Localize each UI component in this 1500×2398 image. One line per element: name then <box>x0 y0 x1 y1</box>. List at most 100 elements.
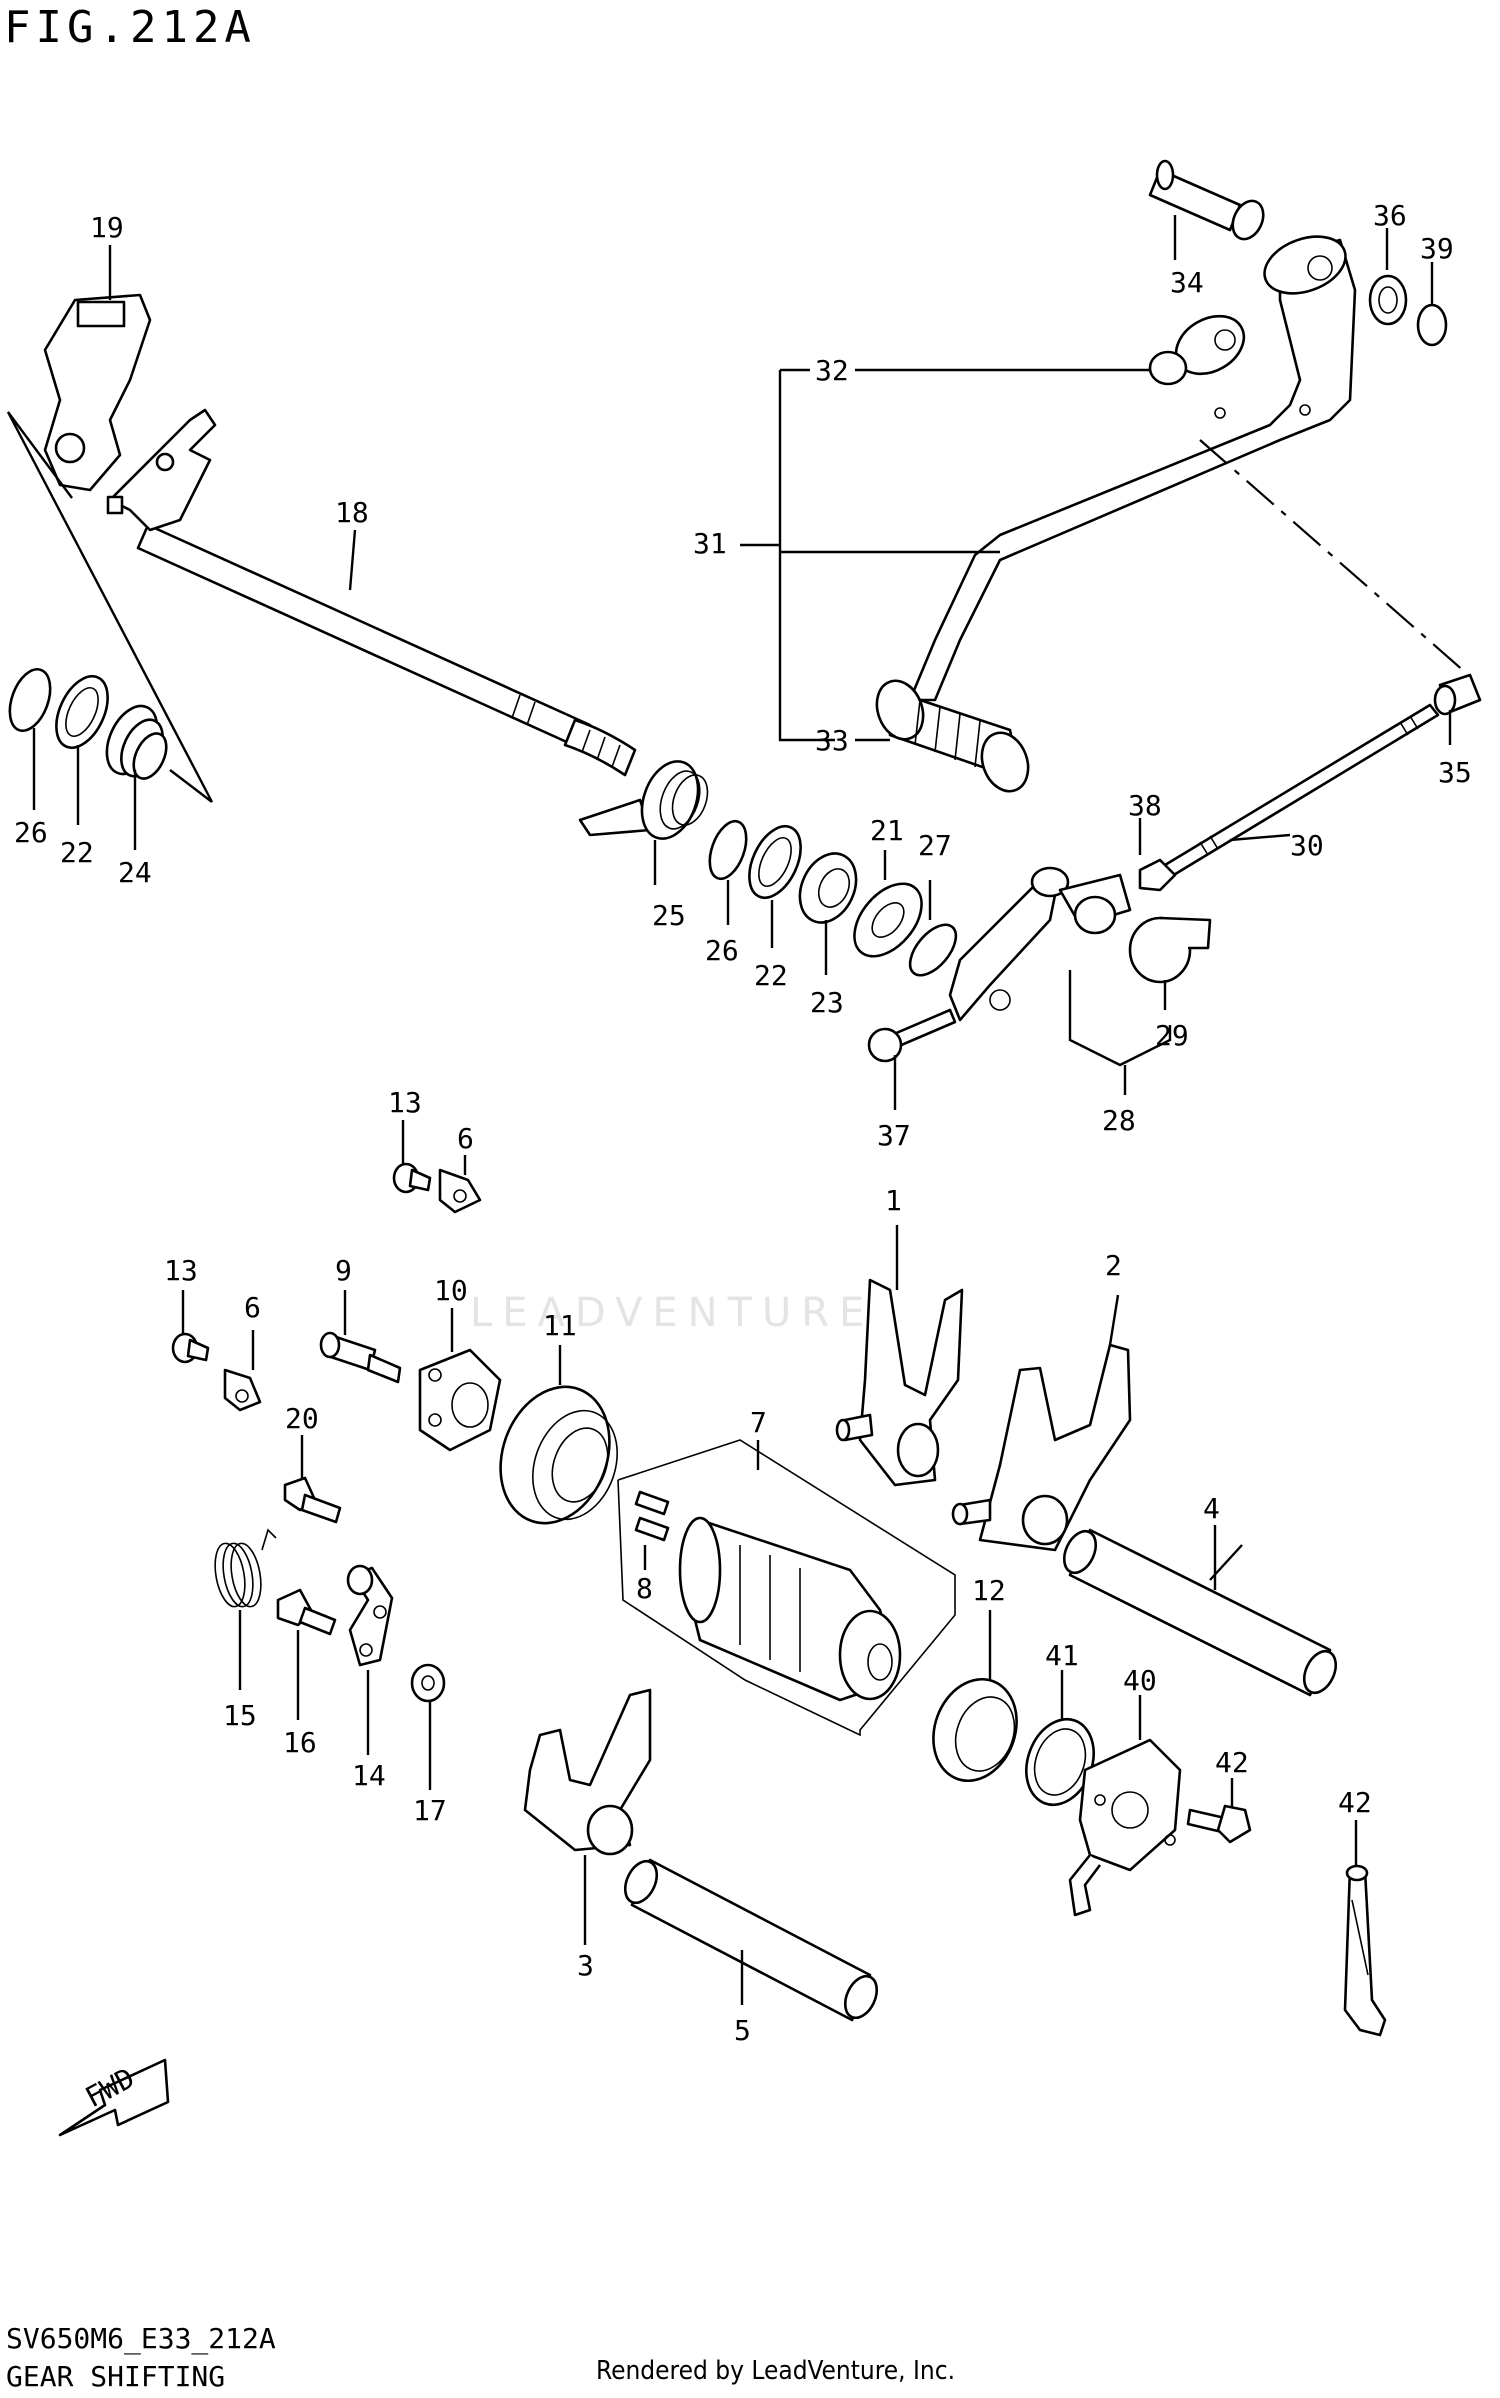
shift-fork-part-3[interactable] <box>523 1688 652 1856</box>
rod-end-part-34[interactable] <box>1433 673 1482 716</box>
render-credit: Rendered by LeadVenture, Inc. <box>596 2356 956 2386</box>
callout-40: 41 <box>1045 1639 1079 1672</box>
callout-33: 34 <box>1170 266 1204 299</box>
model-code: SV650M6_E33_212A <box>6 2322 276 2355</box>
screw-part-13-lower[interactable] <box>171 1332 210 1364</box>
callout-16: 16 <box>283 1726 317 1759</box>
callout-18: 18 <box>335 496 369 529</box>
diagram-name: GEAR SHIFTING <box>6 2360 226 2393</box>
callout-11: 11 <box>543 1309 577 1342</box>
circlip-part-26-shaft[interactable] <box>703 816 754 883</box>
callout-5: 5 <box>734 2014 751 2047</box>
callout-23: 23 <box>810 986 844 1019</box>
arm-bolt-part-36[interactable] <box>867 1008 957 1063</box>
pin-part-9[interactable] <box>319 1331 402 1384</box>
callout-34: 35 <box>1438 756 1472 789</box>
stopper-plate-part-6-lower[interactable] <box>223 1368 262 1412</box>
callout-28: 29 <box>1155 1019 1189 1052</box>
washer-part-35[interactable] <box>1368 274 1408 326</box>
shift-arm-part-27[interactable] <box>948 866 1132 1022</box>
fork-shaft-part-4[interactable] <box>1058 1526 1342 1698</box>
callout-7: 7 <box>750 1406 767 1439</box>
callout-1: 1 <box>885 1184 902 1217</box>
watermark-text: LEADVENTURE <box>470 1290 875 1336</box>
washer-part-22-shaft[interactable] <box>739 818 811 905</box>
needle-bearing-part-12[interactable] <box>920 1667 1031 1792</box>
bolt-part-20[interactable] <box>283 1476 342 1524</box>
washer-part-40[interactable] <box>1015 1710 1105 1815</box>
spring-part-15[interactable] <box>211 1528 277 1609</box>
pivot-bolt-part-31[interactable] <box>1148 304 1254 386</box>
callout-numbers: 1 2 3 4 5 6 6 7 8 9 10 11 12 13 13 14 15… <box>14 199 1472 2047</box>
oil-seal-part-24[interactable] <box>97 698 173 784</box>
callout-10: 10 <box>434 1274 468 1307</box>
callout-35: 36 <box>1373 199 1407 232</box>
bearing-part-23[interactable] <box>789 844 867 931</box>
callout-17: 17 <box>413 1794 447 1827</box>
callout-25: 25 <box>652 899 686 932</box>
shaft-bolt-part-33[interactable] <box>1148 159 1269 244</box>
gear-position-switch-part-39[interactable] <box>1068 1738 1182 1917</box>
callout-12: 12 <box>972 1574 1006 1607</box>
callout-3: 3 <box>577 1949 594 1982</box>
callout-39: 40 <box>1123 1664 1157 1697</box>
bolt-part-42[interactable] <box>1186 1804 1252 1844</box>
callout-38: 39 <box>1420 232 1454 265</box>
callout-9: 9 <box>335 1254 352 1287</box>
callout-42: 42 <box>1215 1746 1249 1779</box>
gearshift-cam-part-7[interactable] <box>617 1439 956 1737</box>
footrest-rubber-part-32[interactable] <box>869 674 1036 797</box>
callout-31: 32 <box>815 354 849 387</box>
callout-22-b: 22 <box>754 959 788 992</box>
clamp-part-41[interactable] <box>1343 1864 1387 2037</box>
bolt-part-16[interactable] <box>276 1588 337 1636</box>
shift-arm-plate-part-19[interactable] <box>43 293 217 532</box>
figure-title: FIG.212A <box>4 2 256 53</box>
shift-lever-part-30[interactable] <box>908 226 1357 702</box>
stopper-arm-part-14[interactable] <box>346 1564 394 1667</box>
callout-24: 24 <box>118 856 152 889</box>
callout-36: 37 <box>877 1119 911 1152</box>
callout-30: 31 <box>693 527 727 560</box>
circlip-part-26-right[interactable] <box>901 917 964 984</box>
callout-27: 28 <box>1102 1104 1136 1137</box>
callout-26-a: 26 <box>14 816 48 849</box>
callout-2: 2 <box>1105 1249 1122 1282</box>
shift-fork-part-1[interactable] <box>835 1278 964 1487</box>
callout-19: 19 <box>90 211 124 244</box>
callout-32: 33 <box>815 724 849 757</box>
callout-14: 14 <box>352 1759 386 1792</box>
callout-8: 8 <box>636 1572 653 1605</box>
callout-4: 4 <box>1203 1492 1220 1525</box>
rod-joint-part-28[interactable] <box>1128 916 1212 984</box>
callout-13-b: 13 <box>164 1254 198 1287</box>
callout-37: 38 <box>1128 789 1162 822</box>
shift-fork-part-2[interactable] <box>951 1343 1132 1552</box>
lock-nut-part-37[interactable] <box>1138 858 1177 892</box>
washer-part-21[interactable] <box>841 871 935 969</box>
circlip-part-26-left[interactable] <box>2 664 58 736</box>
washer-part-22-left[interactable] <box>46 668 118 755</box>
circlip-part-38[interactable] <box>1416 303 1448 347</box>
callout-21: 21 <box>870 814 904 847</box>
forward-arrow-icon: FWD <box>58 2058 170 2137</box>
stopper-plate-part-6-upper[interactable] <box>438 1168 482 1214</box>
fork-shaft-part-5[interactable] <box>619 1856 883 2023</box>
return-spring-part-25[interactable] <box>578 754 714 847</box>
cam-driven-gear-part-10[interactable] <box>418 1348 502 1452</box>
screw-part-13-upper[interactable] <box>392 1162 432 1194</box>
callout-6-b: 6 <box>244 1291 261 1324</box>
callout-26-c: 27 <box>918 829 952 862</box>
leader-lines <box>32 215 1452 2005</box>
callout-22-a: 22 <box>60 836 94 869</box>
callout-26-b: 26 <box>705 934 739 967</box>
cam-pin-part-8[interactable] <box>634 1490 670 1542</box>
washer-part-17[interactable] <box>410 1663 446 1703</box>
callout-6-a: 6 <box>457 1122 474 1155</box>
callout-29: 30 <box>1290 829 1324 862</box>
shift-shaft-part-18[interactable] <box>136 523 637 777</box>
callout-15: 15 <box>223 1699 257 1732</box>
callout-13-a: 13 <box>388 1086 422 1119</box>
bearing-part-11[interactable] <box>482 1371 632 1538</box>
